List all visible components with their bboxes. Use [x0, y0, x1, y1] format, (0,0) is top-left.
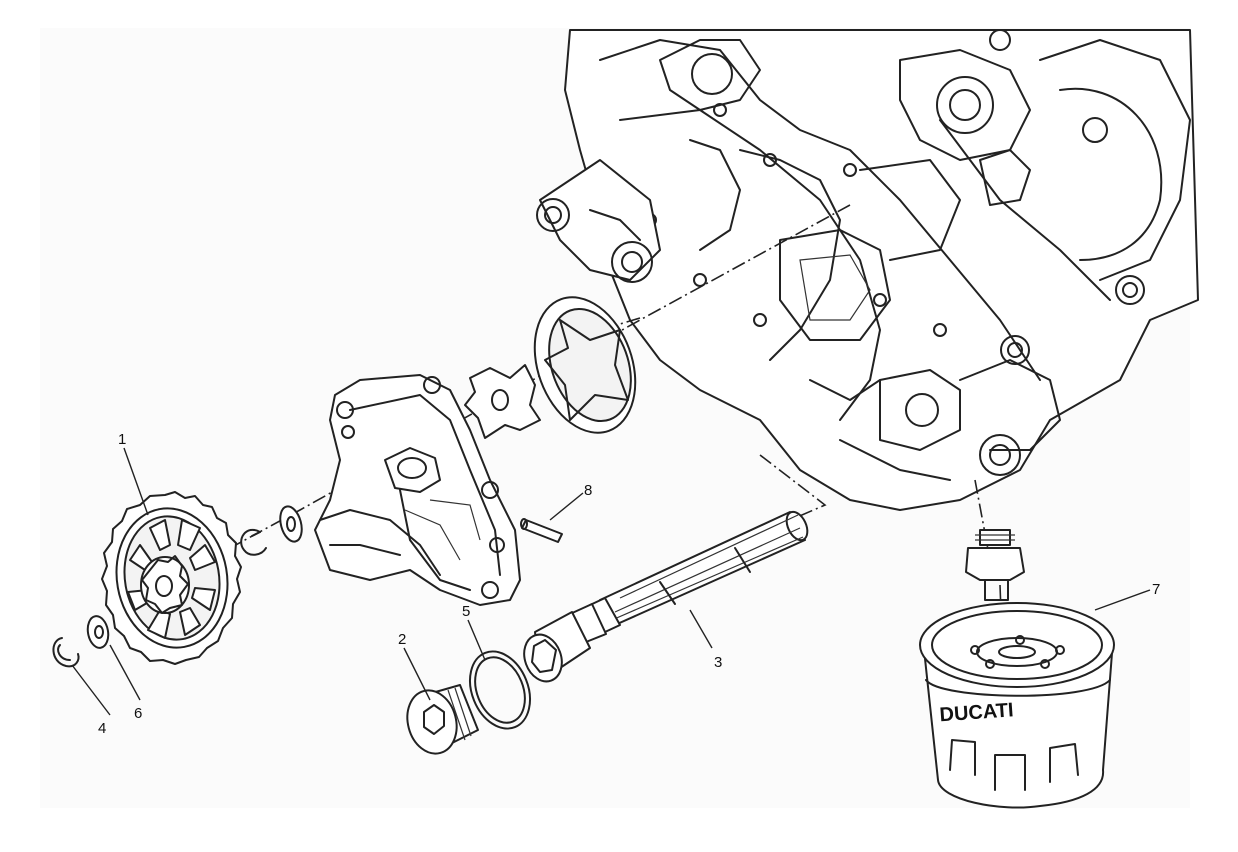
engine-crankcase	[536, 29, 1199, 511]
oil-filter: DUCATI	[919, 602, 1115, 809]
callout-5: 5	[462, 603, 470, 620]
callout-1: 1	[118, 431, 126, 448]
pump-outer-rotor	[533, 296, 637, 434]
leader-lines	[71, 447, 1151, 716]
callout-4: 4	[98, 720, 106, 737]
dowel-pin	[520, 518, 563, 543]
callouts: 1 2 3 4 5 6 7 8	[98, 431, 1160, 737]
callout-3: 3	[714, 654, 722, 671]
filter-brand-label: DUCATI	[939, 699, 1014, 726]
callout-8: 8	[584, 482, 592, 499]
callout-6: 6	[134, 705, 142, 722]
callout-2: 2	[398, 631, 406, 648]
o-ring-5	[469, 650, 531, 730]
circlip-4	[52, 637, 80, 668]
oil-pump-body	[314, 374, 521, 606]
circlip-pump-side	[240, 529, 267, 556]
drain-plug	[406, 684, 479, 755]
filter-nipple	[965, 529, 1025, 601]
drive-gear	[101, 491, 242, 665]
oil-strainer	[523, 510, 809, 683]
pump-inner-rotor	[464, 364, 541, 439]
washer-6	[86, 615, 110, 649]
washer-pump-side	[279, 505, 303, 543]
callout-7: 7	[1152, 581, 1160, 598]
